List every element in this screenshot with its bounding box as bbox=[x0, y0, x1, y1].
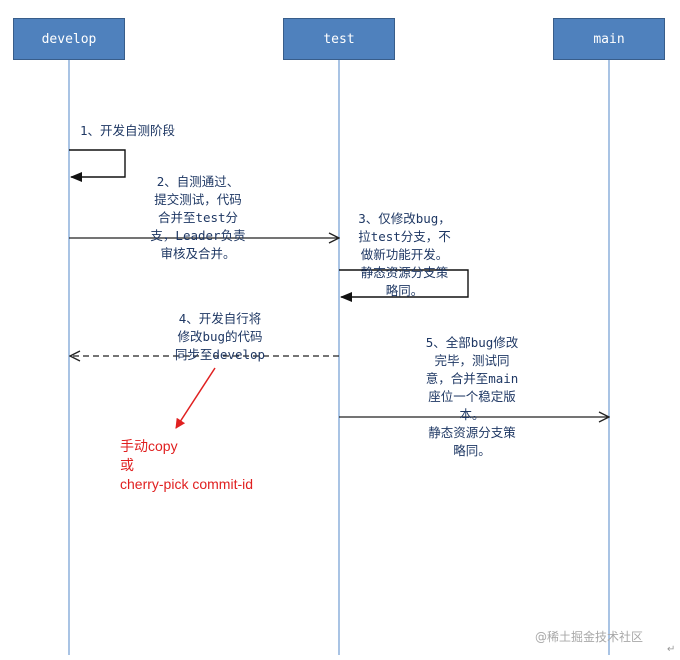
step-2-text: 2、自测通过、 提交测试，代码 合并至test分 支，Leader负责 审核及合… bbox=[150, 174, 246, 261]
step-4-text: 4、开发自行将 修改bug的代码 同步至develop bbox=[174, 311, 266, 362]
manual-copy-annotation: 手动copy 或 cherry-pick commit-id bbox=[120, 438, 254, 492]
step-3-text: 3、仅修改bug， 拉test分支，不 做新功能开发。 静态资源分支策 略同。 bbox=[358, 211, 451, 298]
lane-test-box: test bbox=[283, 18, 395, 60]
lane-test-label: test bbox=[323, 31, 355, 47]
return-mark: ↵ bbox=[667, 644, 676, 655]
annotation-pointer-arrow bbox=[175, 367, 216, 429]
watermark: @稀土掘金技术社区 bbox=[535, 630, 644, 644]
lane-develop-label: develop bbox=[41, 31, 97, 47]
lane-main-label: main bbox=[593, 31, 625, 47]
lane-develop-box: develop bbox=[13, 18, 125, 60]
step-5-text: 5、全部bug修改 完毕，测试同 意，合并至main 座位一个稳定版 本。 静态… bbox=[425, 335, 519, 458]
self-loop-arrow-develop bbox=[69, 149, 126, 182]
step-1-text: 1、开发自测阶段 bbox=[80, 123, 176, 138]
lane-main-box: main bbox=[553, 18, 665, 60]
self-loop-arrow-test bbox=[339, 269, 469, 302]
